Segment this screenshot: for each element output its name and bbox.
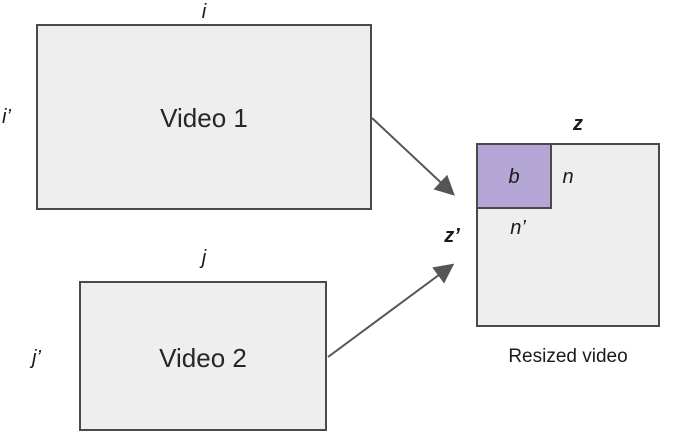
video1-label: Video 1	[160, 103, 248, 133]
video2-box	[79, 281, 327, 431]
arrow-video1-to-resized	[371, 117, 455, 196]
arrow-video2-to-resized	[327, 263, 455, 358]
block-height-label: n	[562, 166, 573, 188]
video2-width-label: j	[199, 247, 207, 269]
resized-height-label: z’	[443, 225, 460, 247]
block-width-label: n’	[510, 217, 526, 239]
block-b	[476, 143, 552, 209]
video1-box	[36, 24, 372, 210]
resized-video-caption: Resized video	[508, 346, 627, 367]
video1-height-label: i’	[2, 106, 11, 128]
video1-width-label: i	[202, 1, 207, 23]
resized-width-label: z	[572, 113, 583, 135]
video2-label: Video 2	[159, 343, 247, 373]
block-b-label: b	[508, 166, 519, 188]
video2-height-label: j’	[29, 347, 41, 369]
